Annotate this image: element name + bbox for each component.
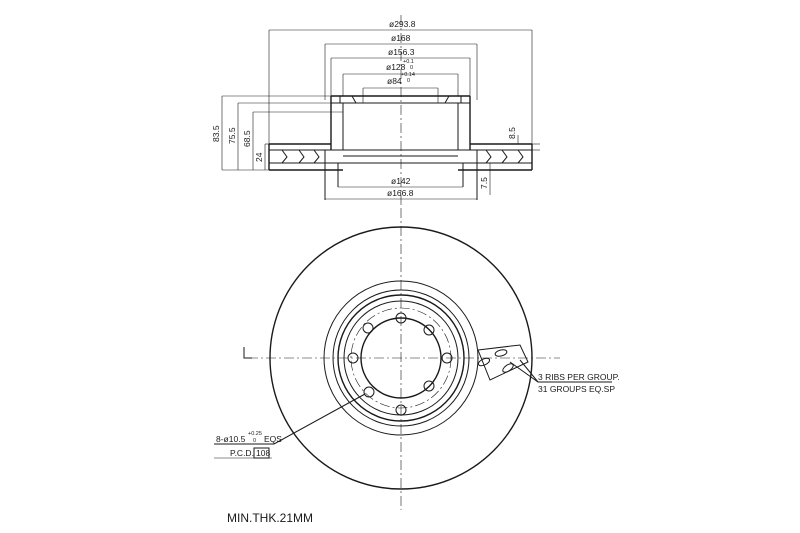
bolt-holes-suffix: EQS (264, 434, 282, 444)
pcd-value: 108 (256, 448, 270, 458)
dim-d84-label: ø84 (387, 76, 402, 86)
dim-d84-tol-upper: +0.14 (401, 72, 415, 78)
bolt-hole (423, 324, 435, 336)
front-view: 3 RIBS PER GROUP. 31 GROUPS EQ.SP 8-ø10.… (214, 208, 620, 510)
dim-d128-tol-lower: 0 (410, 65, 413, 71)
hub-circle-d166 (323, 280, 479, 436)
pcd-box (253, 447, 270, 459)
chamfer (437, 95, 450, 104)
bolt-holes-label: 8-ø10.5 (216, 434, 246, 444)
hub-circle-d142 (332, 289, 470, 427)
vent-rib (298, 149, 305, 164)
bolt-holes-tol-upper: +0.25 (248, 431, 262, 437)
bolt-holes (347, 312, 453, 416)
dim-d156-label: ø156.3 (388, 47, 415, 57)
bolt-holes-tol-lower: 0 (253, 438, 256, 444)
bolt-hole (362, 322, 374, 334)
pcd-circle (350, 307, 452, 409)
dim-h75-label: 75.5 (227, 127, 237, 144)
pcd-label: P.C.D. (230, 448, 254, 458)
dim-od-label: ø293.8 (389, 19, 416, 29)
dim-d142-label: ø142 (391, 176, 411, 186)
vent-rib (313, 149, 320, 164)
vent-rib (501, 149, 508, 164)
dim-d128-label: ø128 (386, 62, 406, 72)
vent-rib (485, 149, 492, 164)
section-marker (243, 347, 252, 359)
dim-h8-label: 8.5 (507, 127, 517, 139)
dim-h83-label: 83.5 (211, 125, 221, 142)
dim-h7-label: 7.5 (479, 177, 489, 189)
rib (494, 349, 508, 357)
groups-label: 31 GROUPS EQ.SP (538, 384, 615, 394)
dim-d128-tol-upper: +0.1 (403, 59, 414, 65)
vent-rib (517, 149, 524, 164)
rib-detail (477, 344, 529, 381)
side-view: ø293.8 ø168 ø156.3 ø128 +0.1 0 ø84 +0.14… (211, 15, 540, 205)
min-thickness-note: MIN.THK.21MM (227, 511, 313, 525)
chamfer (351, 95, 364, 104)
bolt-hole (423, 380, 435, 392)
ribs-per-group-label: 3 RIBS PER GROUP. (538, 372, 620, 382)
dim-h24-label: 24 (254, 152, 264, 162)
bolt-hole (347, 352, 359, 364)
dim-d84-tol-lower: 0 (407, 78, 410, 84)
dim-d166-label: ø166.8 (387, 188, 414, 198)
bolt-hole-leader (214, 393, 366, 445)
bolt-hole (363, 386, 375, 398)
disc-outer-edge (269, 226, 533, 490)
rib (477, 357, 491, 367)
hub-circle-d128 (337, 294, 465, 422)
bolt-hole (395, 312, 407, 324)
center-bore (360, 317, 442, 399)
dim-d168-label: ø168 (391, 33, 411, 43)
dim-h68-label: 68.5 (242, 130, 252, 147)
bolt-hole (441, 352, 453, 364)
rib-group-outline (477, 344, 529, 381)
rib-leader (519, 359, 539, 383)
bolt-hole (395, 404, 407, 416)
vent-rib (281, 149, 288, 164)
